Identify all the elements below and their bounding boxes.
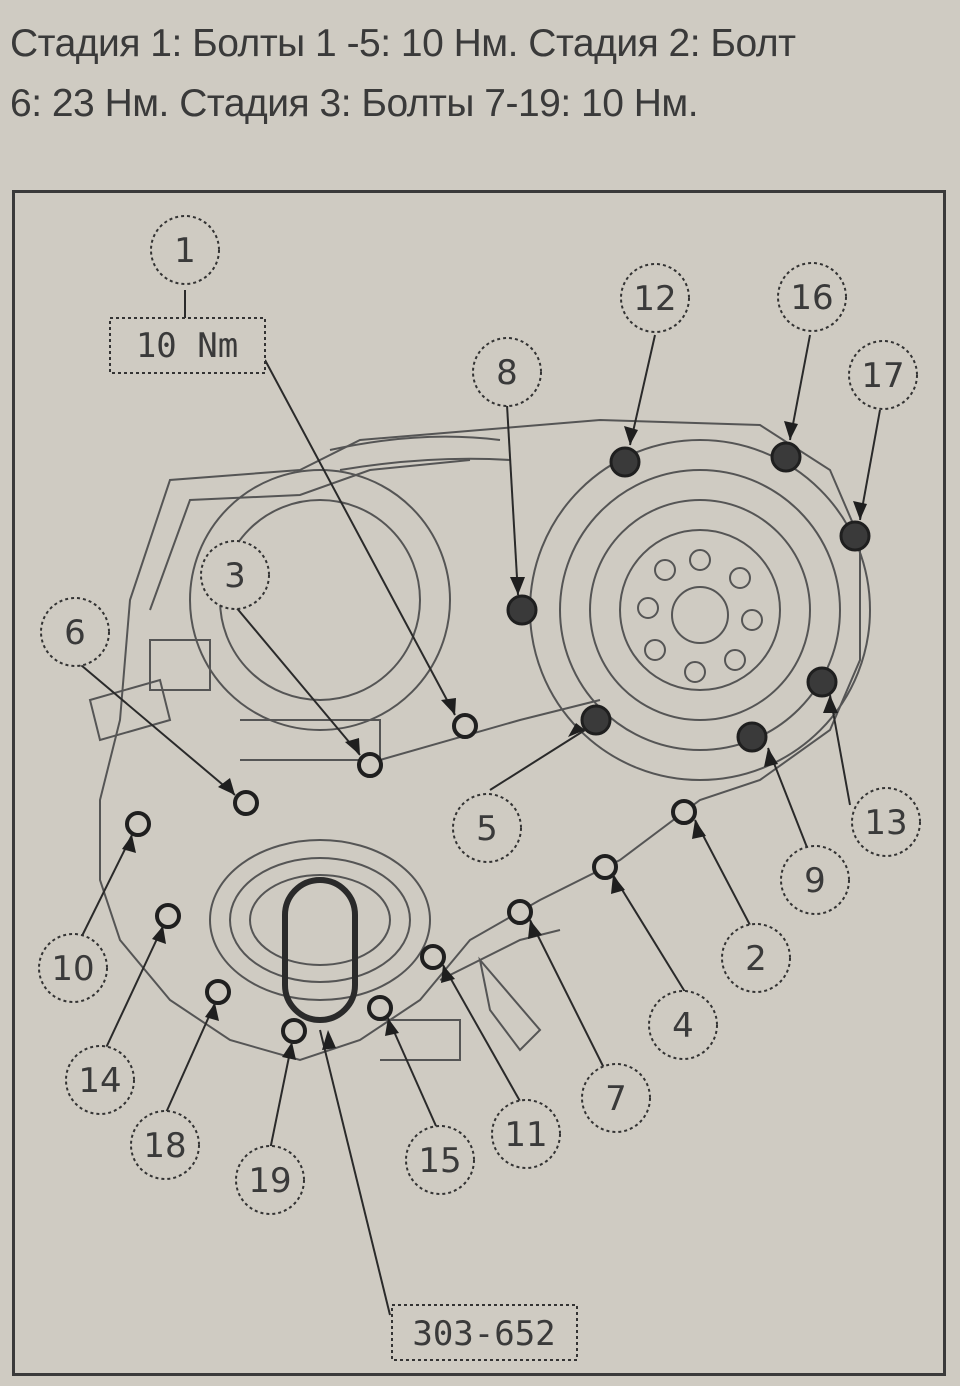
pulley-bolt-holes <box>637 549 763 683</box>
callout-5: 5 <box>476 809 498 849</box>
plate-lines <box>240 719 381 761</box>
callout-19: 19 <box>248 1161 291 1201</box>
pulley-ring <box>559 469 841 751</box>
diagram-frame <box>12 190 946 1376</box>
callout-17: 17 <box>861 356 904 396</box>
callout-12: 12 <box>633 279 676 319</box>
bolts-heavy <box>506 441 871 753</box>
callout-14: 14 <box>78 1061 121 1101</box>
tool-label: 303-652 <box>412 1314 555 1354</box>
callout-13: 13 <box>864 803 907 843</box>
bolts-light <box>125 713 697 1044</box>
callout-11: 11 <box>504 1115 547 1155</box>
bracket <box>478 956 542 1052</box>
pulley-hub-ring <box>619 529 781 691</box>
arrow-heads <box>122 421 867 1060</box>
lower-edge <box>439 929 561 981</box>
callout-9: 9 <box>804 861 826 901</box>
stage-caption: Стадия 1: Болты 1 -5: 10 Нм. Стадия 2: Б… <box>10 14 950 134</box>
callout-10: 10 <box>51 949 94 989</box>
pulley-ring-inner <box>589 499 811 721</box>
callout-4: 4 <box>672 1006 694 1046</box>
left-housing <box>189 469 451 731</box>
tool-label-box <box>391 1304 578 1361</box>
caption-line-2: 6: 23 Нм. Стадия 3: Болты 7-19: 10 Нм. <box>10 82 699 125</box>
sensor-bracket <box>88 678 172 742</box>
callout-15: 15 <box>418 1141 461 1181</box>
callout-3: 3 <box>224 556 246 596</box>
callout-18: 18 <box>143 1126 186 1166</box>
callout-7: 7 <box>605 1079 627 1119</box>
frame-edge <box>379 699 601 761</box>
seal-ring-inner <box>249 874 391 966</box>
hose-line-2 <box>339 457 511 471</box>
callout-6: 6 <box>64 613 86 653</box>
caption-line-1: Стадия 1: Болты 1 -5: 10 Нм. Стадия 2: Б… <box>10 22 796 65</box>
torque-label: 10 Nm <box>136 326 238 366</box>
cover-outline <box>99 418 861 1062</box>
pulley-hub <box>671 586 729 644</box>
leader-lines <box>74 290 881 1316</box>
seal-ring-outer <box>209 839 431 1001</box>
cover-inner-edge <box>149 459 471 611</box>
callout-16: 16 <box>790 278 833 318</box>
lower-bracket <box>380 1019 461 1061</box>
clip <box>149 639 211 691</box>
callout-circles <box>38 215 921 1215</box>
tool-slot <box>282 877 358 1023</box>
callout-8: 8 <box>496 353 518 393</box>
callout-1: 1 <box>174 231 196 271</box>
seal-ring-mid <box>229 857 411 983</box>
callout-2: 2 <box>745 939 767 979</box>
hose-line <box>329 435 501 451</box>
torque-label-box <box>109 317 266 374</box>
